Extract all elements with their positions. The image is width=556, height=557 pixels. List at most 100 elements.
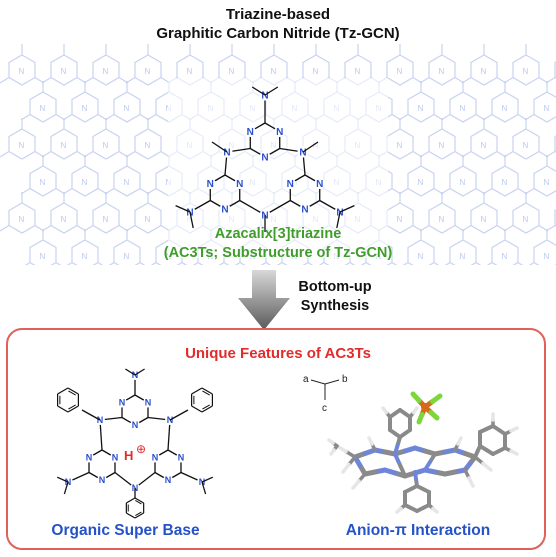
nitrogen-atom-label: N	[221, 205, 228, 216]
svg-text:N: N	[439, 215, 445, 224]
lattice-triazine-icon	[503, 117, 549, 160]
nitrogen-atom-label: N	[287, 179, 294, 190]
nitrogen-atom-label: N	[178, 453, 185, 463]
svg-text:N: N	[82, 178, 88, 187]
svg-text:N: N	[481, 141, 487, 150]
anion-center-atom	[421, 403, 429, 411]
axis-b-label: b	[342, 374, 348, 385]
svg-text:N: N	[229, 67, 235, 76]
lattice-triazine-icon	[104, 80, 150, 123]
triazine-ring: NNN	[244, 122, 286, 164]
svg-text:N: N	[502, 104, 508, 113]
molecule-name: Azacalix[3]triazine	[214, 226, 342, 242]
svg-text:N: N	[103, 67, 109, 76]
svg-text:N: N	[40, 252, 46, 261]
phenyl-ring	[191, 387, 213, 413]
svg-text:N: N	[271, 67, 277, 76]
synthesis-arrow-icon	[238, 270, 290, 330]
nitrogen-atom-label: N	[207, 179, 214, 190]
lattice-triazine-icon	[461, 43, 507, 86]
svg-text:N: N	[460, 104, 466, 113]
nitrogen-atom-label: N	[247, 127, 254, 138]
lattice-triazine-icon	[41, 43, 87, 86]
lattice-triazine-icon	[419, 117, 465, 160]
lattice-triazine-icon	[419, 43, 465, 86]
nitrogen-atom-label: N	[301, 205, 308, 216]
lattice-triazine-icon	[0, 43, 45, 86]
svg-text:N: N	[61, 141, 67, 150]
nitrogen-atom-label: N	[152, 453, 159, 463]
svg-text:N: N	[103, 215, 109, 224]
svg-text:N: N	[124, 252, 130, 261]
svg-text:N: N	[523, 215, 529, 224]
synthesis-line-1: Bottom-up	[298, 279, 372, 295]
lattice-triazine-icon	[398, 154, 444, 197]
svg-text:N: N	[40, 178, 46, 187]
lattice-triazine-icon	[0, 117, 45, 160]
lattice-triazine-icon	[545, 117, 556, 160]
svg-text:N: N	[544, 252, 550, 261]
axis-c-label: c	[322, 403, 327, 414]
phenyl-ring	[125, 497, 145, 519]
nitrogen-atom-label: N	[316, 179, 323, 190]
axis-a-label: a	[303, 374, 309, 385]
svg-text:N: N	[439, 67, 445, 76]
lattice-triazine-icon	[20, 154, 66, 197]
svg-text:N: N	[61, 215, 67, 224]
svg-text:N: N	[523, 141, 529, 150]
svg-text:N: N	[19, 141, 25, 150]
molecule-subtitle: (AC3Ts; Substructure of Tz-GCN)	[163, 245, 393, 261]
phenyl-ring	[57, 387, 79, 413]
svg-text:N: N	[19, 215, 25, 224]
triazine-ring: NNN	[84, 449, 120, 485]
positive-charge-icon: ⊕	[136, 442, 146, 456]
svg-text:N: N	[145, 67, 151, 76]
triazine-ring: N N N	[150, 449, 186, 485]
lattice-triazine-icon	[104, 154, 150, 197]
nitrogen-atom-label: N	[299, 148, 306, 159]
axis-indicator-icon: a b c	[303, 374, 348, 414]
nitrogen-atom-label: N	[97, 415, 104, 425]
svg-text:N: N	[544, 178, 550, 187]
nitrogen-atom-label: N	[165, 475, 172, 485]
proton-label: H	[124, 448, 133, 463]
header-line-1: Triazine-based	[225, 6, 331, 23]
nitrogen-atom-label: N	[261, 153, 268, 164]
lattice-triazine-icon	[503, 43, 549, 86]
svg-text:N: N	[124, 104, 130, 113]
nitrogen-atom-label: N	[112, 453, 119, 463]
svg-text:N: N	[313, 67, 319, 76]
nitrogen-atom-label: N	[236, 179, 243, 190]
lattice-triazine-icon	[83, 117, 129, 160]
lattice-triazine-icon	[440, 80, 486, 123]
svg-text:N: N	[418, 104, 424, 113]
lattice-triazine-icon	[62, 80, 108, 123]
svg-text:N: N	[145, 215, 151, 224]
lattice-triazine-icon	[482, 80, 528, 123]
synthesis-line-2: Synthesis	[300, 298, 370, 314]
lattice-triazine-icon	[398, 80, 444, 123]
lattice-triazine-icon	[524, 80, 556, 123]
nitrogen-atom-label: N	[119, 398, 126, 408]
lattice-triazine-icon	[20, 80, 66, 123]
anion-pi-crystal-structure: a b c	[303, 374, 519, 514]
svg-text:N: N	[82, 104, 88, 113]
nitrogen-atom-label: N	[132, 420, 139, 430]
svg-text:N: N	[187, 67, 193, 76]
lattice-triazine-icon	[545, 43, 556, 86]
lattice-triazine-icon	[83, 43, 129, 86]
lattice-triazine-icon	[524, 154, 556, 197]
triazine-ring: N N N	[284, 174, 326, 216]
svg-text:N: N	[397, 67, 403, 76]
right-caption: Anion-π Interaction	[345, 522, 491, 539]
svg-text:N: N	[82, 252, 88, 261]
nitrogen-atom-label: N	[145, 398, 152, 408]
svg-text:N: N	[502, 178, 508, 187]
nitrogen-atom-label: N	[223, 148, 230, 159]
nitrogen-atom-label: N	[261, 91, 268, 102]
lattice-triazine-icon	[41, 117, 87, 160]
svg-text:N: N	[544, 104, 550, 113]
features-title: Unique Features of AC3Ts	[185, 345, 371, 362]
triazine-ring: N N N	[117, 394, 153, 430]
